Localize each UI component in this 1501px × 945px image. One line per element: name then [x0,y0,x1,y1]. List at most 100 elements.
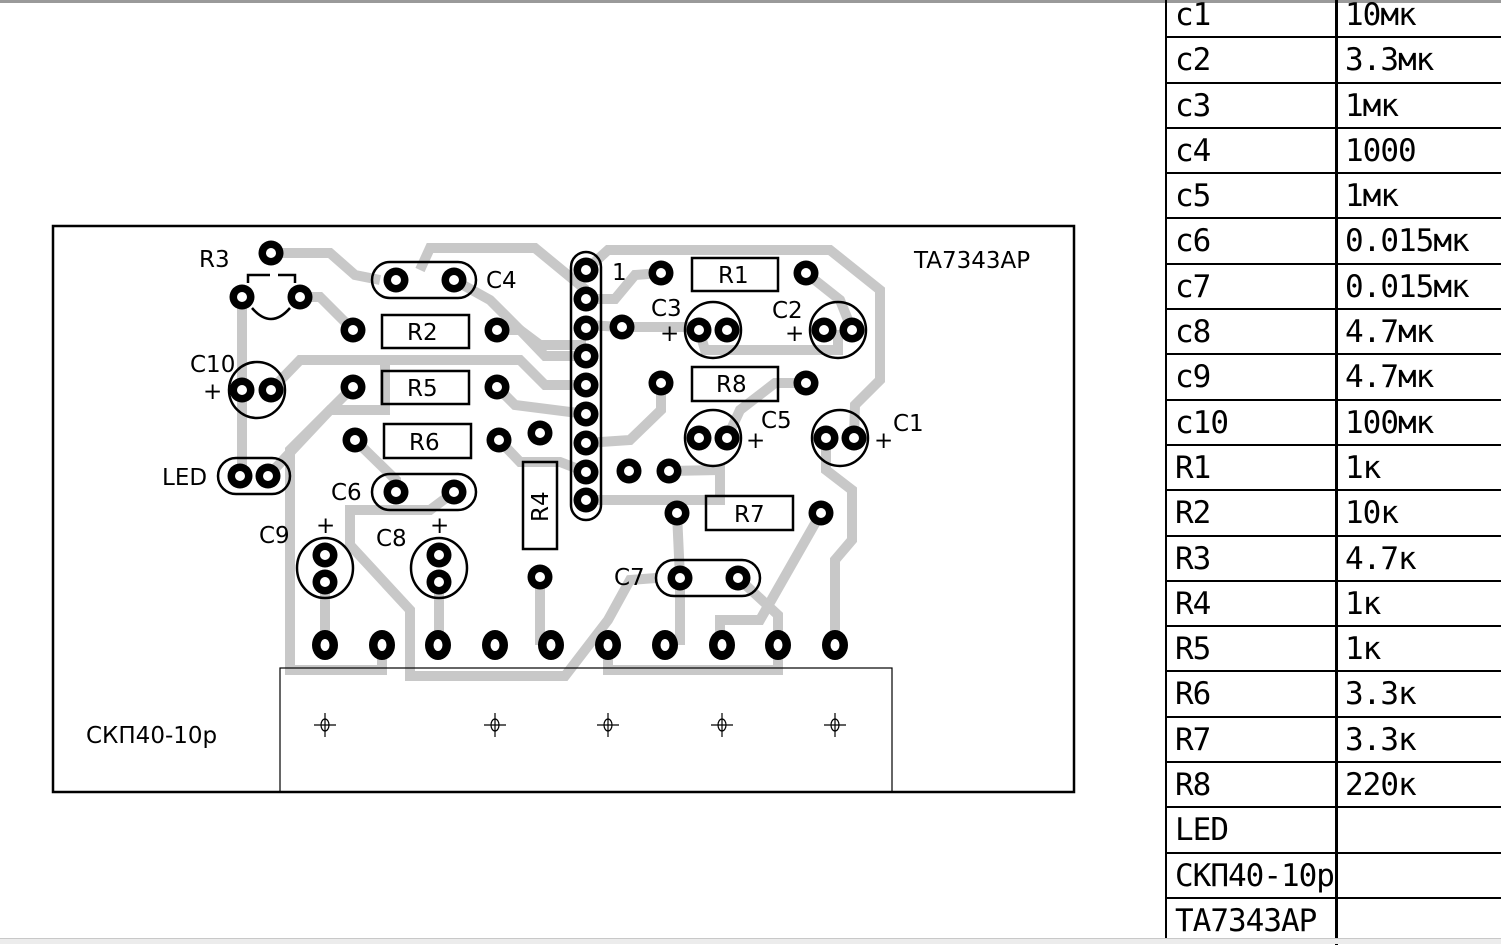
pad-hole [266,385,276,395]
board-outline [51,224,1076,794]
mount-marks [314,713,846,737]
bom-ref: c8 [1175,314,1211,351]
column-divider [1335,536,1338,583]
pcb-layout: R3 C4 R2 R5 R6 C10 + LED C6 R4 C9 + C8 +… [51,224,1076,794]
label-pin1: 1 [612,260,627,286]
column-divider [1335,264,1338,311]
ic-label: TA7343AP [913,248,1030,274]
pad-hole [535,428,545,438]
bom-ref: LED [1175,812,1229,849]
label-r5: R5 [407,376,438,402]
column-divider [1335,174,1338,220]
column-divider [1335,898,1338,945]
bom-ref: c2 [1175,42,1211,79]
bom-value: 3.3к [1345,676,1417,713]
pad-hole [733,573,743,583]
bom-value: 100мк [1345,404,1434,441]
pad-hole [348,382,358,392]
column-divider [1335,853,1338,900]
pad-hole [821,433,831,443]
pad-hole [773,639,783,651]
pad-hole [266,248,276,258]
pad-hole [656,268,666,278]
bom-value: 10мк [1345,0,1417,33]
column-divider [1335,83,1338,130]
pad-hole [581,294,591,304]
pad-hole [449,275,459,285]
bom-value: 1000 [1345,132,1417,169]
bom-ref: c3 [1175,87,1211,124]
label-c4: C4 [486,268,517,294]
pad-hole [391,487,401,497]
column-divider [1335,717,1338,764]
bom-value: 3.3к [1345,721,1417,758]
pad-hole [603,639,613,651]
column-divider [1335,627,1338,673]
column-divider [1335,219,1338,266]
plus-c8: + [430,513,449,539]
plus-c2: + [785,321,804,347]
bom-ref: СКП40-10р [1175,857,1335,894]
pad-hole [581,438,591,448]
bom-value: 220к [1345,767,1417,804]
top-window-edge [0,0,1501,3]
bom-value: 1к [1345,585,1381,622]
label-r3: R3 [199,247,230,273]
bom-row: R6 3.3к [1167,672,1501,719]
bom-ref: R8 [1175,767,1211,804]
crosshair-mark [484,713,506,737]
pad-hole [694,433,704,443]
pad-hole [617,322,627,332]
label-r4: R4 [528,491,554,522]
label-c1: C1 [893,411,924,437]
pad-hole [490,639,500,651]
pad-hole [849,433,859,443]
bom-value: 4.7мк [1345,314,1434,351]
connector-label: СКП40-10р [86,723,217,749]
bom-ref: c5 [1175,178,1211,215]
bom-row: LED [1167,808,1501,855]
bom-value: 3.3мк [1345,42,1434,79]
pad-hole [320,577,330,587]
pad-hole [581,467,591,477]
column-divider [1335,38,1338,85]
bom-row: c5 1мк [1167,174,1501,220]
pad-hole [492,382,502,392]
crosshair-mark [314,713,336,737]
column-divider [1335,445,1338,492]
column-divider [1335,808,1338,855]
label-c7: C7 [614,565,645,591]
bom-value: 1мк [1345,178,1399,215]
pad-hole [624,466,634,476]
bom-ref: R6 [1175,676,1211,713]
pad-hole [320,550,330,560]
pad-hole [722,433,732,443]
bottom-window-edge [0,938,1501,944]
bom-value: 1к [1345,449,1381,486]
pad-hole [694,325,704,335]
crosshair-mark [597,713,619,737]
plus-c5: + [746,428,765,454]
pad-hole [722,325,732,335]
label-c6: C6 [331,480,362,506]
bom-ref: R1 [1175,449,1211,486]
pad-hole [801,268,811,278]
outlines [216,250,870,600]
pad-hole [434,577,444,587]
pad-hole [819,325,829,335]
pad-hole [581,265,591,275]
label-r6: R6 [409,430,440,456]
pad-hole [235,471,245,481]
bom-row: R8 220к [1167,763,1501,809]
pad-hole [263,471,273,481]
bom-value: 0.015мк [1345,268,1470,305]
plus-c9: + [316,513,335,539]
column-divider [1335,491,1338,538]
